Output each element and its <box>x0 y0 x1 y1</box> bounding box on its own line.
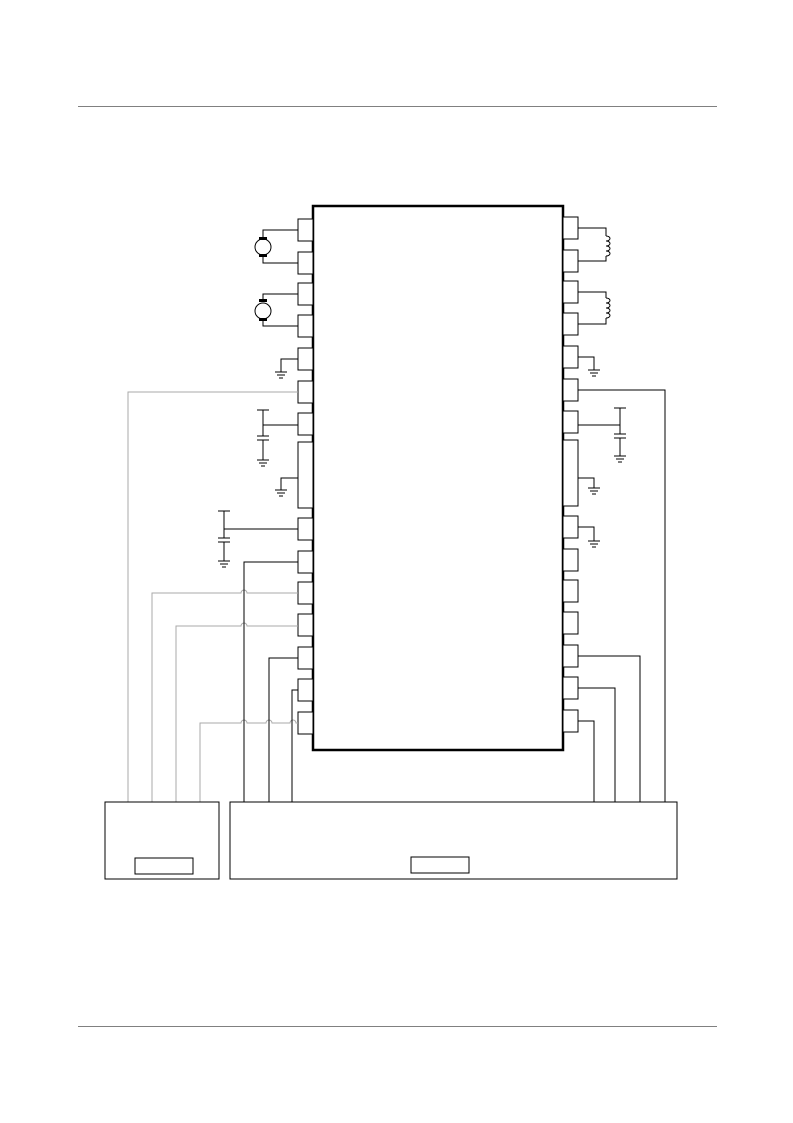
ground-icon <box>578 477 600 495</box>
ic-pin <box>562 515 579 539</box>
ic-pin <box>297 613 314 637</box>
ic-pin <box>562 410 579 434</box>
ic-pin <box>562 611 579 635</box>
right-block-label-box <box>410 856 470 874</box>
ic-pin <box>562 439 579 507</box>
ic-right-pins <box>562 216 579 733</box>
ground-icon <box>275 358 298 379</box>
capacitor-icon <box>257 409 298 467</box>
dc-motor-icon <box>254 229 298 264</box>
ic-pin <box>562 644 579 668</box>
ic-pin <box>562 579 579 603</box>
ic-pin <box>297 347 314 371</box>
ic-left-pins <box>297 218 314 735</box>
ground-icon <box>578 526 600 548</box>
ground-icon <box>578 356 600 377</box>
left-block-label-box <box>134 857 194 875</box>
ic-pin <box>297 218 314 242</box>
ic-pin <box>562 378 579 402</box>
ic-pin <box>297 380 314 404</box>
ic-pin <box>297 581 314 605</box>
black-traces-right <box>578 389 666 802</box>
ic-pin <box>297 282 314 306</box>
capacitor-icon <box>218 510 298 568</box>
ic-pin <box>297 711 314 735</box>
ic-pin <box>297 441 314 509</box>
ic-pin <box>562 280 579 304</box>
left-block <box>104 801 220 880</box>
ic-pin <box>562 249 579 273</box>
right-block <box>229 801 678 880</box>
coil-icon <box>578 227 611 262</box>
ic-pin <box>297 251 314 275</box>
capacitor-icon <box>578 407 626 463</box>
ic-pin <box>297 550 314 574</box>
ground-icon <box>275 477 298 497</box>
ic-pin <box>297 517 314 541</box>
ic-pin <box>297 314 314 338</box>
ic-body <box>311 204 565 752</box>
coil-icon <box>578 291 611 325</box>
gray-traces <box>127 391 298 802</box>
ic-pin <box>297 412 314 436</box>
ic-pin <box>297 678 314 702</box>
ic-pin <box>562 216 579 240</box>
ic-pin <box>562 709 579 733</box>
ic-pin <box>562 548 579 572</box>
ic-pin <box>562 312 579 336</box>
ic-pin <box>297 646 314 670</box>
ic-pin <box>562 345 579 369</box>
dc-motor-icon <box>254 293 298 327</box>
black-traces <box>243 561 298 802</box>
ic-pin <box>562 676 579 700</box>
